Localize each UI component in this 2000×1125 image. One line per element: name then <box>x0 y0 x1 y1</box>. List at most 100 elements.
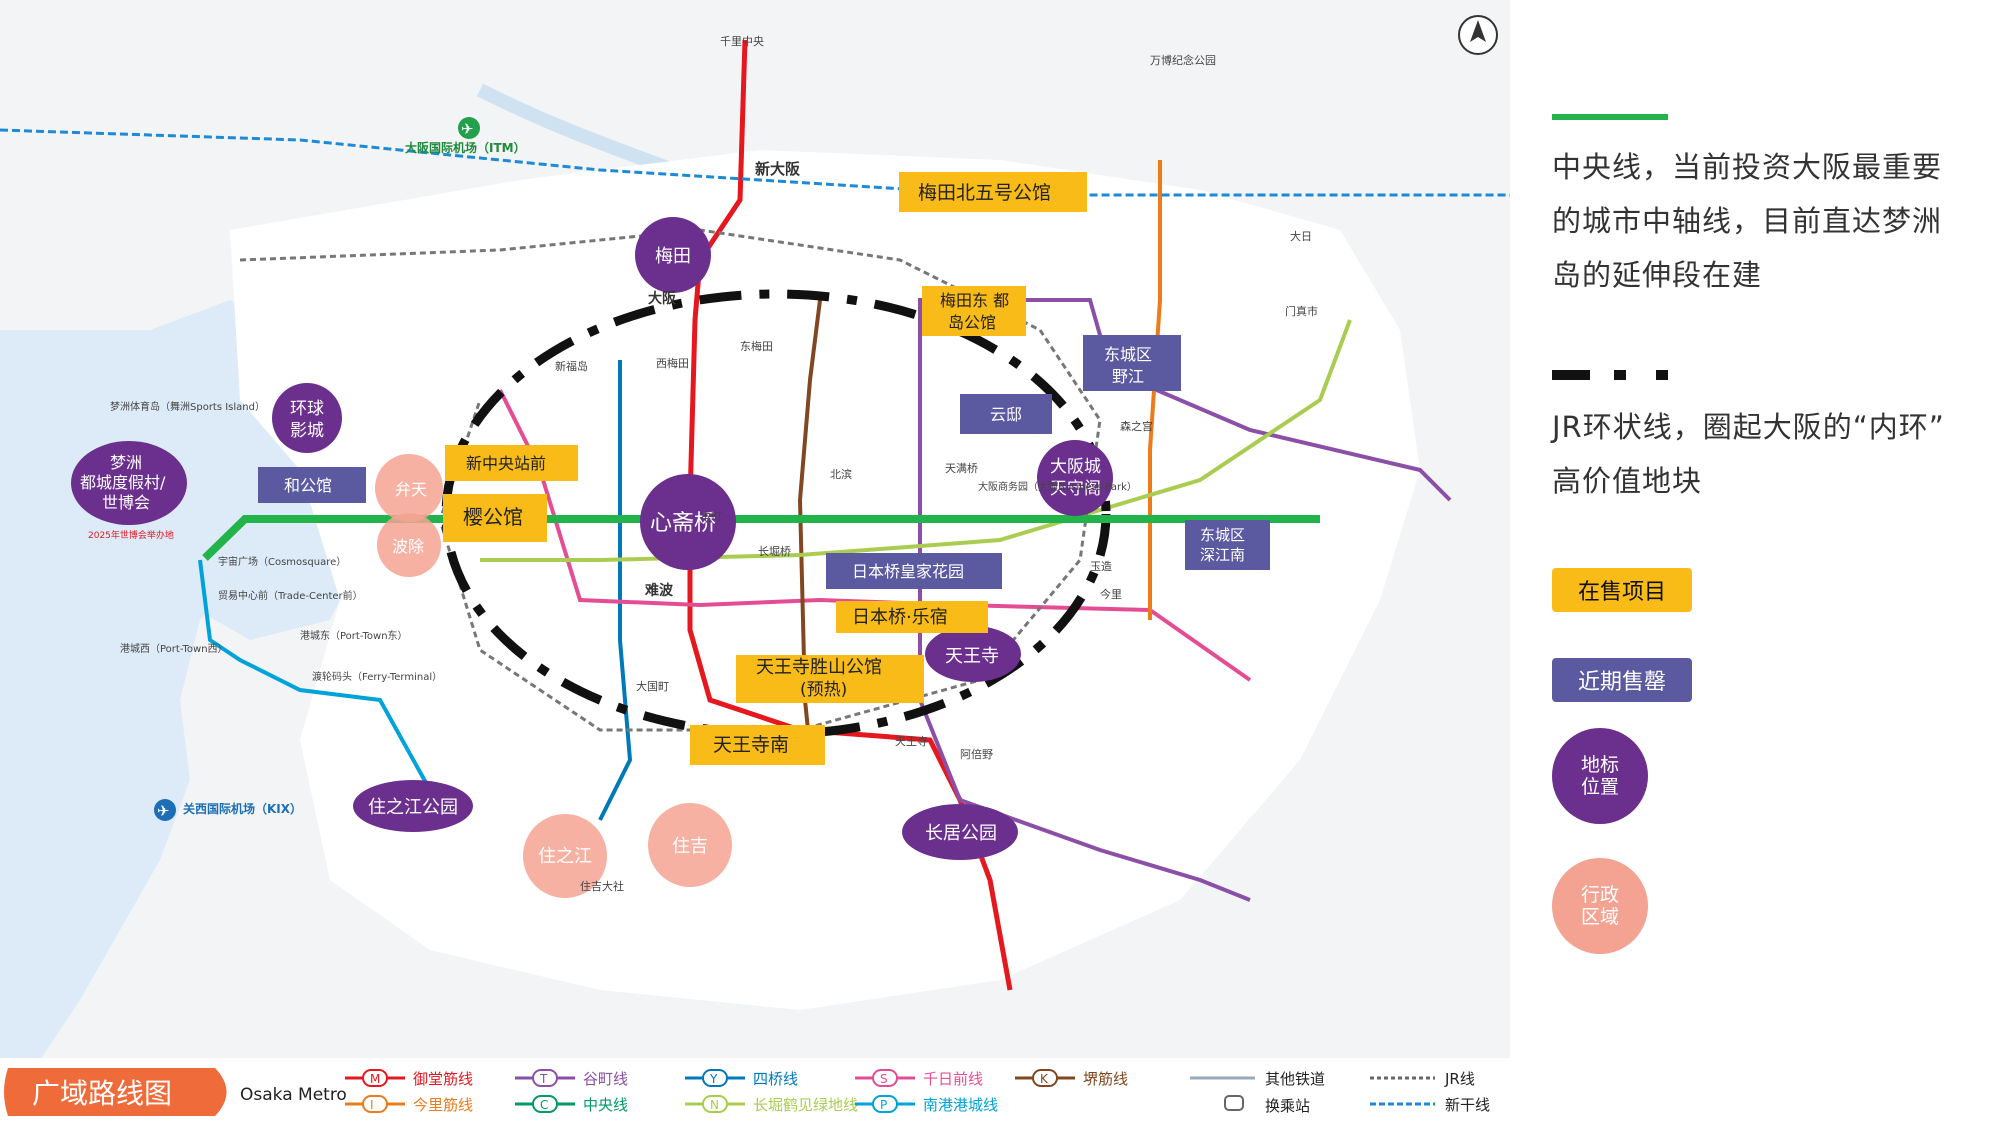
legend-line-code: I <box>370 1098 374 1112</box>
legend-line-code: Y <box>709 1072 718 1086</box>
line-nagahori <box>480 319 1352 562</box>
line-nanko <box>198 559 432 791</box>
legend-sold-out: 近期售罄 <box>1552 658 1692 702</box>
ward-circle <box>377 513 441 577</box>
legend-line-badge <box>702 1095 728 1113</box>
ward-circle <box>375 454 443 522</box>
legend-line-name: 千日前线 <box>923 1070 983 1088</box>
station-label: 渡轮码头（Ferry-Terminal） <box>312 670 442 683</box>
sale-box <box>922 286 1026 336</box>
ward-label: 住吉 <box>672 836 708 857</box>
soldout-label: 东城区 <box>1200 526 1245 544</box>
text-line: 高价值地块 <box>1552 464 1703 498</box>
legend-line-badge <box>1032 1069 1058 1087</box>
line-yotsubashi <box>598 360 633 821</box>
ward-circle <box>648 803 732 887</box>
legend-line-name: 今里筋线 <box>413 1096 473 1114</box>
legend-metro-label: Osaka Metro <box>240 1085 347 1105</box>
ward-label: 波除 <box>392 537 424 556</box>
legend-line-name: 御堂筋线 <box>413 1070 473 1088</box>
soldout-label: 云邸 <box>990 405 1022 424</box>
airplane-icon <box>154 799 176 821</box>
jr-loop-swatch <box>1614 370 1626 380</box>
legend-ward: 行政 区域 <box>1552 858 1648 954</box>
sale-box <box>836 601 988 633</box>
legend-transfer-swatch <box>1224 1095 1244 1111</box>
text-line: 区域 <box>1580 906 1619 928</box>
text-line: 行政 <box>1580 884 1619 906</box>
sale-label: 梅田东 都 <box>940 291 1009 310</box>
sale-label: 梅田北五号公馆 <box>918 182 1051 204</box>
line-sennichimae <box>498 389 1252 682</box>
jr-loop-description: JR环状线，圈起大阪的“内环” 高价值地块 <box>1552 400 1972 508</box>
landmark-label: 影城 <box>290 421 324 441</box>
legend-line-code: S <box>880 1072 888 1086</box>
soldout-box <box>258 467 366 503</box>
legend-line-code: C <box>540 1098 548 1112</box>
legend-on-sale: 在售项目 <box>1552 568 1692 612</box>
landmark-label: 长居公园 <box>925 823 997 844</box>
legend-line-badge <box>362 1069 388 1087</box>
legend-line-badge <box>872 1095 898 1113</box>
station-label: 关西国际机场（KIX） <box>183 801 302 816</box>
legend-jr: JR线 <box>1444 1070 1475 1088</box>
airplane-icon <box>458 117 480 139</box>
explanation-panel: 中央线，当前投资大阪最重要 的城市中轴线，目前直达梦洲 岛的延伸段在建 JR环状… <box>1510 0 2000 1125</box>
legend-line-badge <box>362 1095 388 1113</box>
sale-label: (预热) <box>800 680 847 700</box>
legend-line-code: N <box>710 1098 719 1112</box>
legend-other-rail: 其他铁道 <box>1265 1070 1325 1088</box>
sale-label: 新中央站前 <box>466 454 546 473</box>
station-label: 宇宙广场（Cosmosquare） <box>218 555 346 568</box>
legend-title: 广域路线图 <box>32 1077 172 1110</box>
landmark-label: 心斋桥 <box>650 511 716 536</box>
jr-loop-swatch <box>1656 370 1668 380</box>
text-line: 地标 <box>1580 754 1619 776</box>
station-label: 港城西（Port-Town西） <box>120 643 228 655</box>
landmark-label: 住之江公园 <box>368 797 458 818</box>
legend-sold-out-label: 近期售罄 <box>1577 670 1666 695</box>
landmark-circle <box>1037 440 1113 516</box>
soldout-box <box>1083 335 1181 391</box>
ward-label: 住之江 <box>538 846 592 867</box>
jr-loop-swatch <box>1552 370 1590 380</box>
landmark-label: 梦洲 <box>110 453 142 472</box>
line-sakaisuji <box>797 299 822 751</box>
landmark-label: 大阪城 <box>1050 457 1101 477</box>
station-label: 大国町 <box>636 679 669 693</box>
compass-icon <box>1470 20 1486 42</box>
soldout-label: 东城区 <box>1104 345 1152 364</box>
station-label: 本町 <box>700 509 722 523</box>
station-label: 阿倍野 <box>960 747 993 761</box>
landmark-label: 都城度假村/ <box>80 473 166 492</box>
landmark-circle <box>353 780 473 832</box>
station-label: 今里 <box>1100 587 1122 601</box>
ward-circle <box>523 814 607 898</box>
station-label: 大阪国际机场（ITM） <box>405 140 526 155</box>
station-label: 西梅田 <box>656 356 689 370</box>
station-label: 大日 <box>1290 229 1312 243</box>
sale-label: 天王寺南 <box>713 734 789 756</box>
landmark-circle <box>640 474 736 570</box>
station-label: 天满桥 <box>945 462 978 475</box>
station-label: 梦洲体育岛（舞洲Sports Island） <box>110 400 265 413</box>
line-tanimachi <box>918 298 1452 902</box>
soldout-box <box>960 394 1052 434</box>
legend-line-code: M <box>370 1072 380 1086</box>
jr-loop-ring <box>441 289 1111 739</box>
station-label: 天王寺 <box>895 735 928 748</box>
landmark-circle <box>925 626 1021 682</box>
sale-box <box>690 725 825 765</box>
legend-line-name: 中央线 <box>583 1096 628 1114</box>
station-label: 住吉大社 <box>580 879 624 893</box>
station-label: 新福岛 <box>555 359 588 373</box>
station-label: 千里中央 <box>720 35 764 48</box>
landmark-circle <box>71 441 187 525</box>
legend-title-badge <box>4 1068 227 1116</box>
text-line: 的城市中轴线，目前直达梦洲 <box>1552 204 1943 238</box>
sale-label: 岛公馆 <box>948 313 996 332</box>
legend-line-badge <box>872 1069 898 1087</box>
sale-box <box>443 494 547 542</box>
